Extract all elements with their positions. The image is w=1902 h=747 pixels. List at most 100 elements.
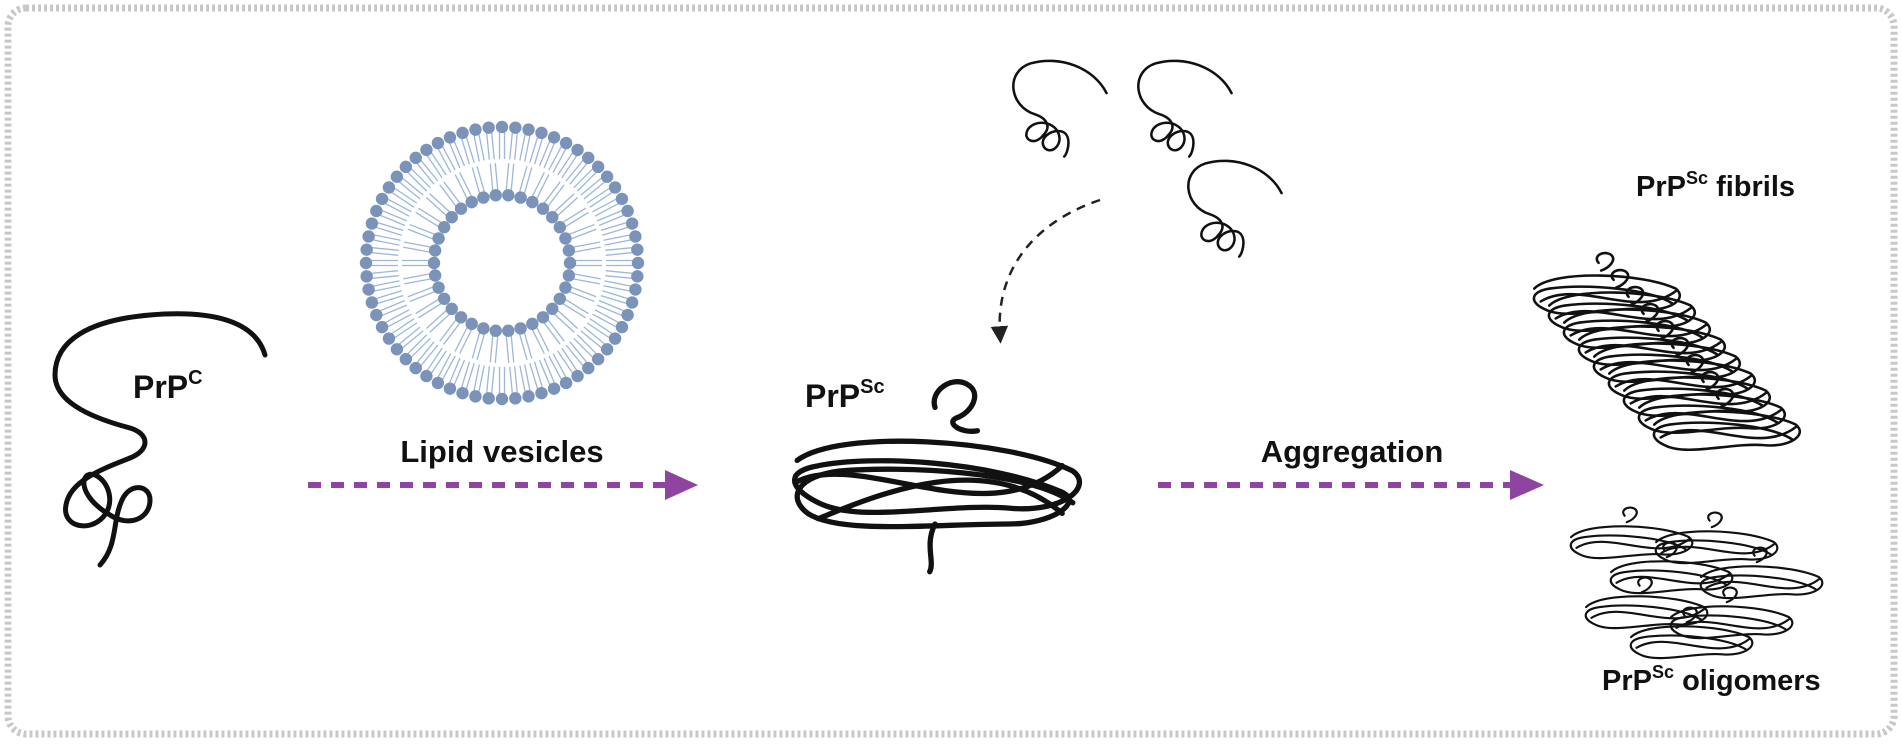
recruitment-arrow (990, 198, 1101, 344)
lipid-head (600, 343, 614, 356)
prpc-monomer-3 (1186, 159, 1284, 259)
lipid-head (559, 232, 572, 245)
oligomers-label: PrPSc oligomers (1602, 662, 1821, 697)
lipid-head (631, 256, 645, 270)
lipid-head (365, 296, 379, 309)
lipid-head (445, 210, 458, 224)
lipid-head (360, 270, 373, 283)
lipid-head (390, 170, 404, 183)
lipid-head (571, 143, 584, 157)
panel-frame (4, 4, 1898, 738)
lipid-head (454, 202, 468, 215)
lipid-head (608, 332, 622, 345)
lipid-head (477, 191, 490, 204)
lipid-head (359, 256, 373, 270)
lipid-head (559, 376, 573, 390)
lipid-head (553, 221, 567, 234)
aggregation-label: Aggregation (1261, 434, 1444, 469)
lipid-head (536, 202, 550, 215)
lipid-head (420, 369, 433, 383)
lipid-head (582, 361, 595, 375)
lipid-head (399, 160, 413, 174)
lipid-head (625, 217, 639, 230)
lipid-head (629, 230, 642, 243)
lipid-head (526, 317, 539, 331)
lipid-head (375, 192, 389, 206)
lipid-head (509, 121, 522, 134)
lipid-head (409, 151, 422, 165)
lipid-head (600, 170, 614, 183)
lipid-head (625, 296, 639, 309)
lipid-head (547, 382, 561, 395)
oligomer-unit (1654, 511, 1779, 565)
lipid-head (608, 181, 622, 194)
lipid-head (427, 256, 441, 270)
lipid-head (591, 160, 605, 174)
lipid-head (432, 232, 445, 245)
lipid-head (489, 324, 502, 337)
lipid-head (522, 390, 535, 403)
lipid-head (362, 230, 375, 243)
lipid-head (547, 131, 561, 144)
lipid-head (546, 302, 559, 316)
lipid-head (482, 392, 495, 405)
lipid-head (428, 269, 442, 282)
lipid-head (370, 308, 383, 322)
lipid-head (443, 382, 457, 395)
lipid-head (454, 311, 468, 324)
lipid-head (428, 244, 442, 257)
lipid-head (431, 136, 445, 150)
arrow-to-prpsc (308, 470, 698, 500)
lipid-head (399, 352, 413, 366)
lipid-head (571, 369, 584, 383)
lipid-head (443, 131, 457, 144)
lipid-head (559, 281, 572, 294)
lipid-head (482, 121, 495, 134)
lipid-head (631, 270, 644, 283)
lipid-head (445, 302, 458, 316)
lipid-head (469, 123, 482, 136)
prpc-protein (52, 311, 268, 568)
oligomer-unit (1569, 506, 1694, 560)
lipid-head (562, 244, 576, 257)
lipid-head (536, 311, 550, 324)
lipid-head (375, 320, 389, 334)
lipid-head (489, 189, 502, 202)
lipid-head (522, 123, 535, 136)
lipid-head (409, 361, 422, 375)
prpsc-label: PrPSc (805, 376, 885, 414)
lipid-head (390, 343, 404, 356)
lipid-vesicles-label: Lipid vesicles (400, 434, 603, 469)
lipid-head (437, 221, 451, 234)
lipid-head (535, 126, 548, 140)
lipid-head (437, 292, 451, 305)
lipid-head (469, 390, 482, 403)
prpsc-fibrils (1532, 251, 1802, 452)
prpsc-oligomers (1569, 506, 1824, 660)
fibrils-label: PrPSc fibrils (1636, 168, 1795, 203)
lipid-head (382, 181, 396, 194)
arrow-to-aggregates (1158, 470, 1544, 500)
lipid-head (495, 120, 509, 134)
lipid-head (432, 281, 445, 294)
oligomer-unit (1699, 546, 1824, 600)
lipid-head (514, 322, 527, 335)
lipid-head (382, 332, 396, 345)
lipid-head (553, 292, 567, 305)
lipid-head (502, 189, 515, 202)
lipid-head (631, 243, 644, 256)
lipid-head (629, 283, 642, 296)
lipid-head (514, 191, 527, 204)
lipid-head (365, 217, 379, 230)
lipid-head (370, 204, 383, 218)
lipid-head (563, 256, 577, 270)
lipid-head (562, 269, 576, 282)
lipid-head (495, 392, 509, 406)
lipid-head (362, 283, 375, 296)
lipid-head (420, 143, 433, 157)
lipid-head (465, 317, 478, 331)
lipid-head (431, 376, 445, 390)
lipid-head (582, 151, 595, 165)
lipid-head (546, 210, 559, 224)
